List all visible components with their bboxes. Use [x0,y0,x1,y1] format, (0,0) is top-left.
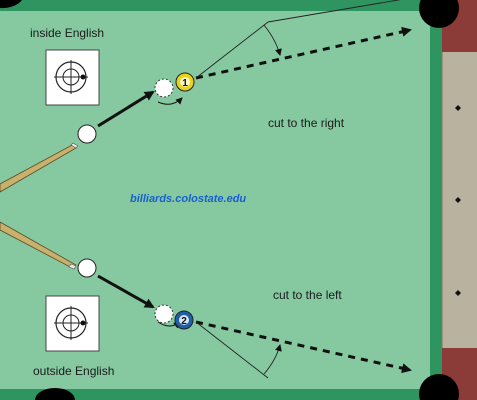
object-path-dashed-top [195,26,412,80]
spin-target-top [45,49,100,106]
object-ball-1: 1 [175,72,195,92]
angle-tangent-top [267,0,401,23]
object-ball-2: 2 [174,310,194,330]
ball-2-number: 2 [181,316,187,327]
top-cushion [0,0,430,11]
cue-ball-top [77,124,97,144]
ghost-ball-bottom [154,304,174,324]
outside-english-label: outside English [33,364,114,378]
pocket-bottom-right [419,374,459,400]
angle-arc-top [263,24,282,56]
cue-stick-icon [0,142,79,270]
bottom-cushion [0,389,430,400]
angle-line-bottom [195,321,269,379]
target-icon [54,306,88,340]
ball-1-number: 1 [182,78,188,89]
cue-ball-bottom [77,258,97,278]
cut-left-label: cut to the left [273,288,342,302]
pocket-top-right [419,0,459,28]
cue-path-arrow-bottom [97,274,155,309]
cue-path-arrow-top [97,90,155,128]
angle-line-top [195,21,269,79]
ghost-ball-top [154,78,174,98]
inside-english-label: inside English [30,26,104,40]
diamond-icon [455,105,461,296]
spin-curve-arrow-top [157,97,183,105]
angle-arc-bottom [263,344,282,375]
right-cushion [430,0,442,400]
target-icon [54,60,88,94]
credit-label: billiards.colostate.edu [130,193,246,205]
spin-target-bottom [45,295,100,352]
pocket-left-top-edge [0,0,22,9]
object-path-dashed-bottom [195,320,412,374]
cut-right-label: cut to the right [268,116,345,130]
pocket-left-bottom-edge [35,388,75,400]
